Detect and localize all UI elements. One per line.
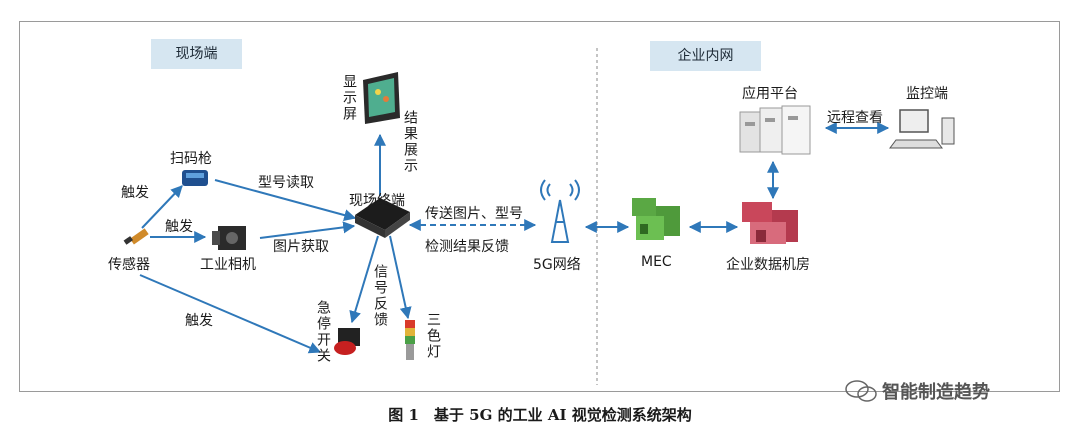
estop-label: 急停开关	[315, 300, 331, 364]
terminal-label: 现场终端	[349, 193, 405, 209]
application-platform-servers-icon	[739, 105, 811, 155]
section-label-enterprise: 企业内网	[650, 41, 761, 71]
watermark-text: 智能制造趋势	[882, 382, 990, 403]
display-screen-icon	[363, 72, 400, 124]
field-terminal-icon	[355, 198, 410, 238]
tower-light-icon	[405, 320, 415, 360]
barcode-scanner-icon	[182, 170, 208, 186]
remote-view-label: 远程查看	[827, 110, 883, 126]
5g-tower-icon	[540, 179, 580, 243]
section-label-field: 现场端	[151, 39, 242, 69]
edge-sensor-estop	[139, 274, 322, 354]
monitor-label: 监控端	[906, 86, 948, 102]
sensor-label: 传感器	[108, 257, 150, 273]
sensor-icon	[123, 228, 149, 245]
industrial-camera-icon	[212, 226, 246, 250]
wechat-logo-icon	[845, 380, 877, 402]
figure-caption: 图 1 基于 5G 的工业 AI 视觉检测系统架构	[388, 406, 692, 424]
signal-feedback-label: 信号反馈	[372, 264, 388, 328]
trigger-label-3: 触发	[185, 313, 213, 329]
datacenter-icon	[742, 202, 798, 244]
edge-terminal-estop	[349, 235, 379, 324]
monitoring-terminal-icon	[889, 109, 955, 149]
edge-scanner-terminal	[214, 179, 357, 221]
result-display-label: 结果展示	[402, 110, 418, 174]
emergency-stop-icon	[334, 328, 360, 355]
trigger-label-2: 触发	[165, 219, 193, 235]
mec-label: MEC	[641, 254, 672, 270]
edge-camera-terminal	[259, 221, 356, 239]
display-label: 显示屏	[341, 74, 357, 122]
send-label: 传送图片、型号	[425, 206, 523, 222]
tower-light-label: 三色灯	[425, 312, 441, 360]
scanner-label: 扫码枪	[170, 151, 212, 167]
network-label: 5G网络	[533, 257, 581, 273]
feedback-label: 检测结果反馈	[425, 239, 509, 255]
diagram-frame	[19, 21, 1060, 392]
mec-server-icon	[632, 198, 680, 240]
edge-terminal-light	[389, 235, 412, 320]
image-capture-label: 图片获取	[273, 239, 329, 255]
platform-label: 应用平台	[742, 86, 798, 102]
model-read-label: 型号读取	[258, 175, 314, 191]
datacenter-label: 企业数据机房	[726, 257, 810, 273]
trigger-label-1: 触发	[121, 185, 149, 201]
camera-label: 工业相机	[200, 257, 256, 273]
edge-sensor-scanner	[141, 185, 183, 229]
